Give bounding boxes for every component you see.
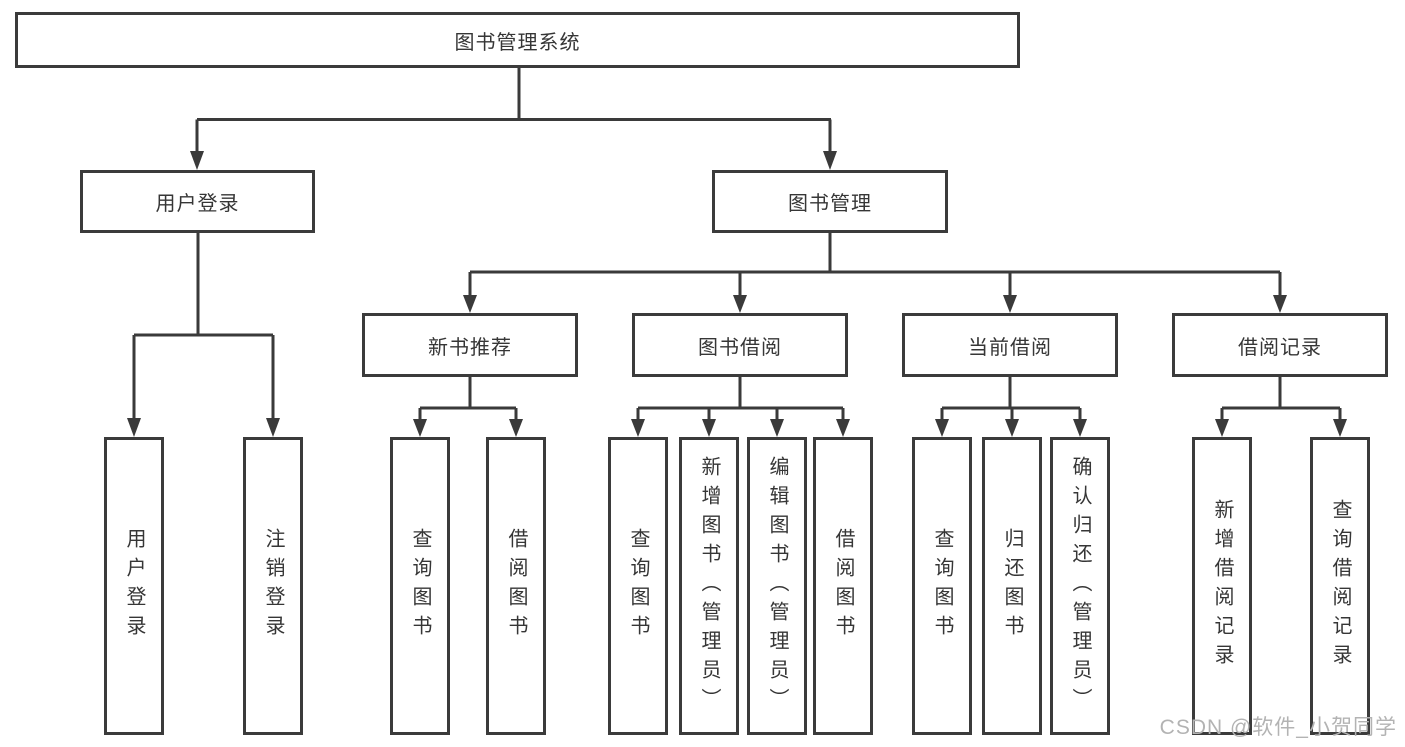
node-label: 图书管理 <box>788 193 872 215</box>
leaf-user-login: 用户登录 <box>104 437 164 735</box>
node-label: 查询图书 <box>627 528 649 644</box>
node-book-management-module: 图书管理 <box>712 170 948 233</box>
node-book-borrowing: 图书借阅 <box>632 313 848 377</box>
leaf-edit-books-admin: 编辑图书（管理员） <box>747 437 807 735</box>
node-label: 图书借阅 <box>698 336 782 359</box>
node-label: 查询借阅记录 <box>1329 499 1351 673</box>
leaf-add-books-admin: 新增图书（管理员） <box>679 437 739 735</box>
leaf-query-books-current: 查询图书 <box>912 437 972 735</box>
node-root-library-system: 图书管理系统 <box>15 12 1020 68</box>
node-label: 注销登录 <box>262 528 284 644</box>
leaf-borrow-books-recommend: 借阅图书 <box>486 437 546 735</box>
node-label: 确认归还（管理员） <box>1069 455 1091 717</box>
leaf-add-borrow-record: 新增借阅记录 <box>1192 437 1252 735</box>
leaf-query-borrow-record: 查询借阅记录 <box>1310 437 1370 735</box>
node-current-borrowing: 当前借阅 <box>902 313 1118 377</box>
node-user-login-module: 用户登录 <box>80 170 315 233</box>
node-label: 归还图书 <box>1001 528 1023 644</box>
node-borrowing-records: 借阅记录 <box>1172 313 1388 377</box>
node-label: 用户登录 <box>155 193 240 215</box>
node-label: 编辑图书（管理员） <box>766 455 788 717</box>
leaf-borrow-books: 借阅图书 <box>813 437 873 735</box>
node-new-book-recommendation: 新书推荐 <box>362 313 578 377</box>
node-label: 新书推荐 <box>428 336 512 359</box>
node-label: 查询图书 <box>931 528 953 644</box>
leaf-query-books-borrow: 查询图书 <box>608 437 668 735</box>
leaf-query-books-recommend: 查询图书 <box>390 437 450 735</box>
node-label: 新增图书（管理员） <box>698 455 720 717</box>
leaf-return-books: 归还图书 <box>982 437 1042 735</box>
node-label: 新增借阅记录 <box>1211 499 1233 673</box>
leaf-logout: 注销登录 <box>243 437 303 735</box>
node-label: 借阅图书 <box>832 528 854 644</box>
node-label: 借阅记录 <box>1238 336 1322 359</box>
leaf-confirm-return-admin: 确认归还（管理员） <box>1050 437 1110 735</box>
node-label: 用户登录 <box>123 528 145 644</box>
node-label: 借阅图书 <box>505 528 527 644</box>
node-label: 查询图书 <box>409 528 431 644</box>
node-label: 当前借阅 <box>968 336 1052 359</box>
node-label: 图书管理系统 <box>454 31 581 54</box>
